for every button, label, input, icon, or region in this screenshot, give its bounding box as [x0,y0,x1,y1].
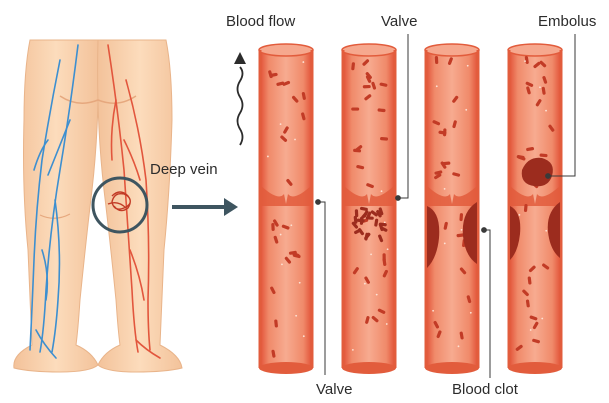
blood-clot-label: Blood clot [452,382,518,397]
valve-top-label: Valve [381,14,417,29]
vessel-embolus [508,44,562,374]
legs-illustration [14,40,182,372]
vessel-clot [425,44,479,374]
blood-flow-label: Blood flow [226,14,295,29]
valve-bottom-label: Valve [316,382,352,397]
right-leg [98,40,182,372]
vessel-normal [259,44,313,374]
embolus-label: Embolus [538,14,596,29]
right-arrow-icon [172,198,238,216]
vessel-group [259,44,562,374]
wavy-up-arrow-icon [234,52,246,145]
deep-vein-label: Deep vein [150,162,218,177]
vessel-pooling [342,44,396,374]
